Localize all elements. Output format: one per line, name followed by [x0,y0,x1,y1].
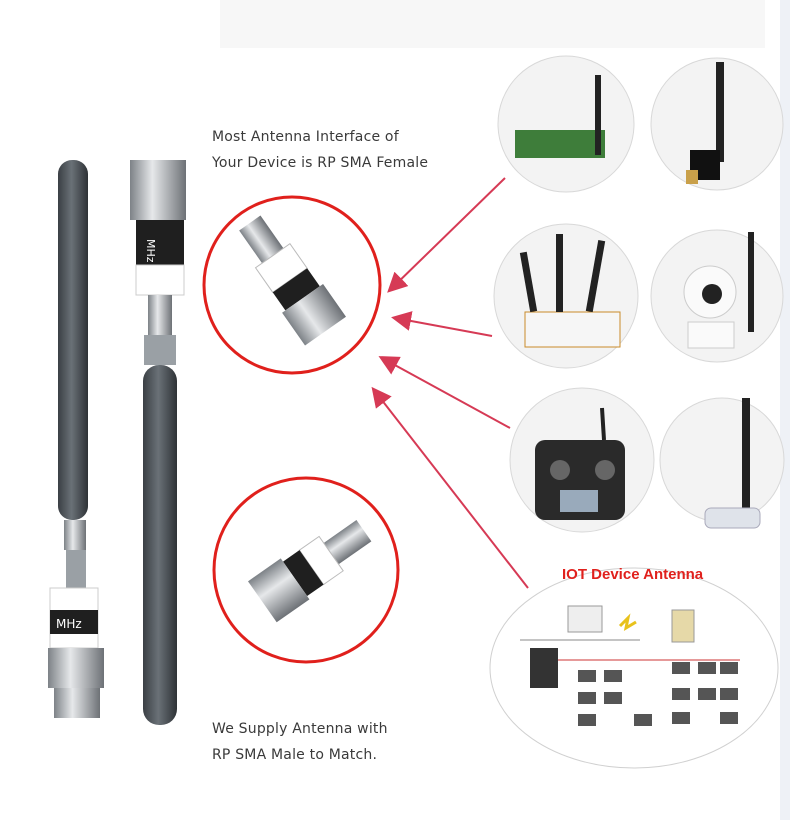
caption-top-line-1: Most Antenna Interface of [212,129,399,145]
rc-transmitter-icon [535,407,625,520]
iot-diagram [489,567,779,769]
antenna-left [48,160,104,718]
usb-wifi-adapter-icon [686,62,724,184]
caption-bottom-line-1: We Supply Antenna with [212,721,388,737]
caption-bottom-line-2: RP SMA Male to Match. [212,747,378,763]
caption-top-line-2: Your Device is RP SMA Female [212,155,429,171]
band-label-right: MHz [144,239,157,263]
pci-wifi-card-icon [515,75,605,158]
band-label-left: MHz [56,617,82,631]
iot-device-antenna-title: IOT Device Antenna [562,566,704,583]
caption-rp-sma-female: Most Antenna Interface of Your Device is… [212,124,428,176]
connector-male-highlight [212,476,400,664]
ip-camera-icon [683,232,754,349]
connector-female-highlight [202,195,382,375]
usb-wifi-booster-icon [704,398,761,529]
top-shade [220,0,765,48]
antenna-right [130,160,186,725]
wifi-router-icon [519,234,621,348]
caption-rp-sma-male: We Supply Antenna with RP SMA Male to Ma… [212,716,388,768]
right-edge-bar [780,0,790,820]
pointer-arrows [371,177,529,589]
